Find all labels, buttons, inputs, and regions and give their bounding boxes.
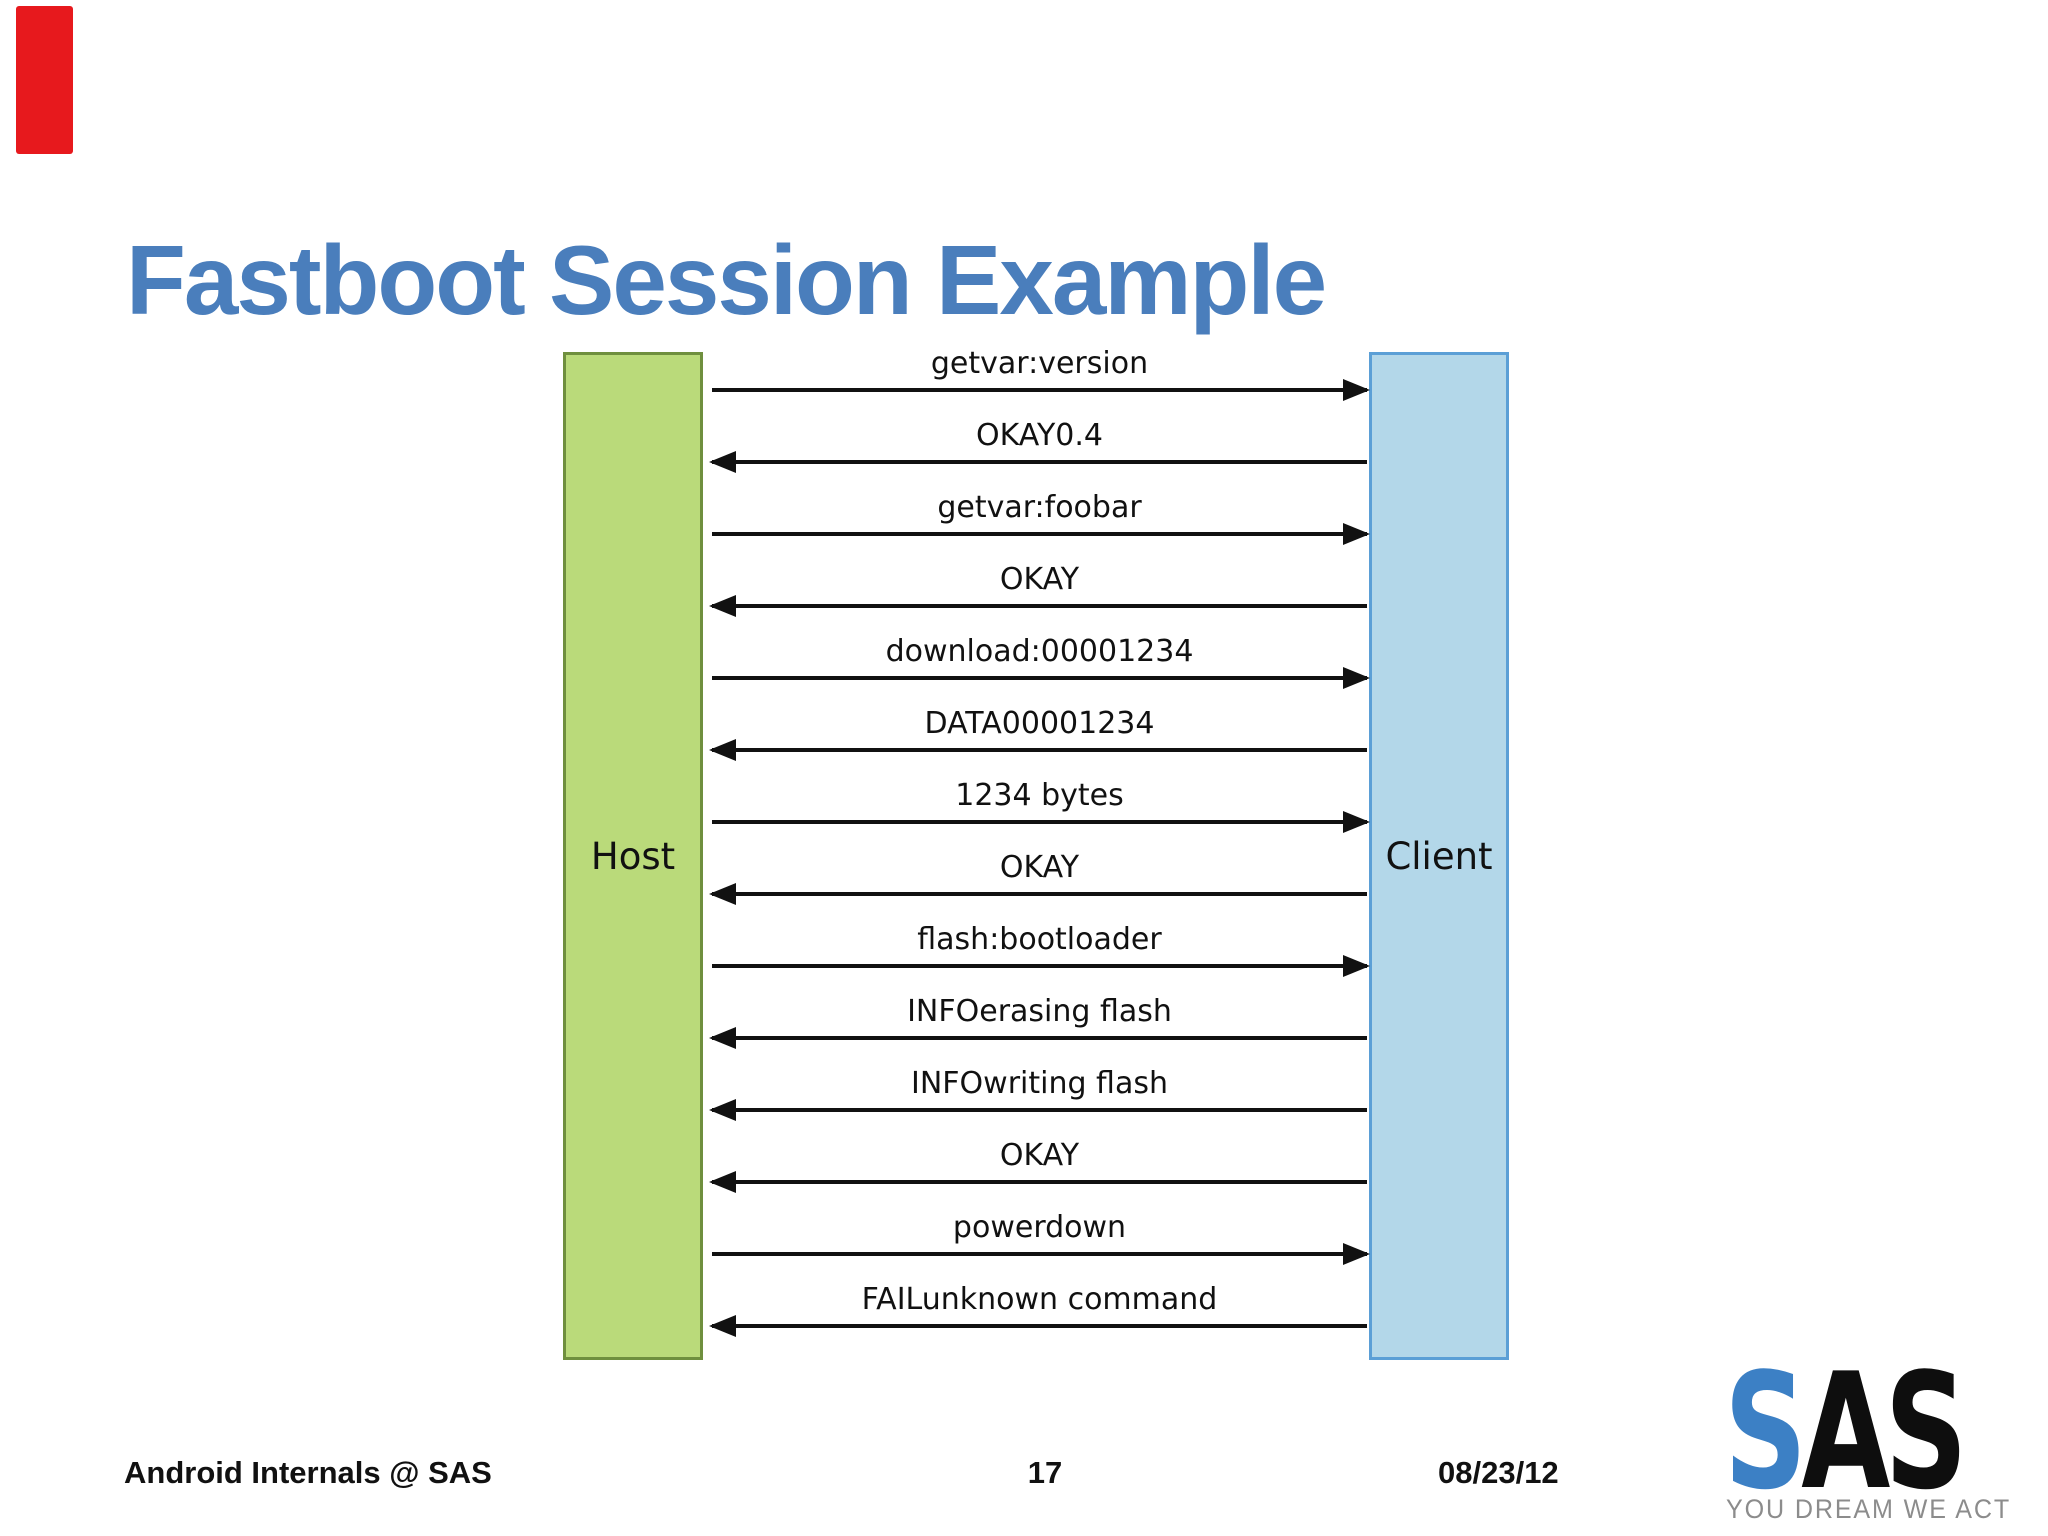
message-label: getvar:version xyxy=(930,346,1149,381)
sas-logo-letters: SAS xyxy=(1724,1352,1968,1512)
arrowhead-icon xyxy=(709,451,736,473)
footer-date: 08/23/12 xyxy=(1438,1455,1559,1490)
message-arrow-line xyxy=(712,892,1367,896)
sas-logo-letter: S xyxy=(1724,1338,1807,1525)
sas-logo-tagline: YOU DREAM WE ACT xyxy=(1726,1494,2012,1524)
message-row: OKAY xyxy=(709,562,1369,617)
message-arrow-line xyxy=(712,388,1367,392)
arrowhead-icon xyxy=(709,883,736,905)
message-row: OKAY xyxy=(709,850,1369,905)
client-box: Client xyxy=(1369,352,1509,1360)
message-arrow-line xyxy=(712,676,1367,680)
arrowhead-icon xyxy=(709,1171,736,1193)
message-arrow-line xyxy=(712,964,1367,968)
message-label: powerdown xyxy=(952,1210,1127,1245)
message-label: OKAY0.4 xyxy=(976,418,1103,453)
message-row: download:00001234 xyxy=(710,634,1370,689)
message-arrow-line xyxy=(712,748,1367,752)
arrowhead-icon xyxy=(709,1315,736,1337)
footer-title: Android Internals @ SAS xyxy=(124,1455,492,1490)
host-label: Host xyxy=(590,834,676,878)
red-accent-bar xyxy=(16,6,73,154)
message-row: INFOwriting flash xyxy=(709,1066,1369,1121)
message-label: flash:bootloader xyxy=(917,922,1162,957)
host-box: Host xyxy=(563,352,703,1360)
message-label: OKAY xyxy=(999,850,1080,885)
sas-logo-letter: A xyxy=(1801,1338,1890,1525)
message-arrow-line xyxy=(712,460,1367,464)
message-row: OKAY xyxy=(709,1138,1369,1193)
message-row: DATA00001234 xyxy=(709,706,1369,761)
message-row: getvar:foobar xyxy=(710,490,1370,545)
arrowhead-icon xyxy=(709,1027,736,1049)
message-arrow-line xyxy=(712,532,1367,536)
sas-logo-letter: S xyxy=(1884,1338,1968,1525)
message-row: powerdown xyxy=(710,1210,1370,1265)
message-arrow-line xyxy=(712,1324,1367,1328)
message-label: OKAY xyxy=(999,562,1080,597)
message-row: 1234 bytes xyxy=(710,778,1370,833)
message-row: getvar:version xyxy=(710,346,1370,401)
message-row: INFOerasing flash xyxy=(709,994,1369,1049)
arrowhead-icon xyxy=(709,1099,736,1121)
message-label: FAILunknown command xyxy=(861,1282,1218,1317)
message-row: flash:bootloader xyxy=(710,922,1370,977)
message-label: INFOerasing flash xyxy=(907,994,1172,1029)
footer-page-number: 17 xyxy=(1027,1455,1063,1490)
arrowhead-icon xyxy=(1343,811,1370,833)
message-label: DATA00001234 xyxy=(924,706,1155,741)
message-row: FAILunknown command xyxy=(709,1282,1369,1337)
message-arrow-line xyxy=(712,1108,1367,1112)
sas-logo: SAS YOU DREAM WE ACT xyxy=(1714,1352,2034,1536)
arrowhead-icon xyxy=(1343,955,1370,977)
message-arrow-line xyxy=(712,1252,1367,1256)
message-arrow-line xyxy=(712,1180,1367,1184)
arrowhead-icon xyxy=(1343,1243,1370,1265)
client-label: Client xyxy=(1385,834,1493,878)
arrowhead-icon xyxy=(1343,379,1370,401)
arrowhead-icon xyxy=(709,595,736,617)
message-row: OKAY0.4 xyxy=(709,418,1369,473)
arrowhead-icon xyxy=(1343,523,1370,545)
message-label: OKAY xyxy=(999,1138,1080,1173)
message-label: getvar:foobar xyxy=(937,490,1142,525)
message-label: INFOwriting flash xyxy=(911,1066,1168,1101)
message-arrow-line xyxy=(712,1036,1367,1040)
message-arrow-line xyxy=(712,604,1367,608)
arrowhead-icon xyxy=(709,739,736,761)
page-title: Fastboot Session Example xyxy=(126,224,1327,335)
message-arrow-line xyxy=(712,820,1367,824)
arrowhead-icon xyxy=(1343,667,1370,689)
message-label: download:00001234 xyxy=(885,634,1194,669)
message-label: 1234 bytes xyxy=(955,778,1124,813)
